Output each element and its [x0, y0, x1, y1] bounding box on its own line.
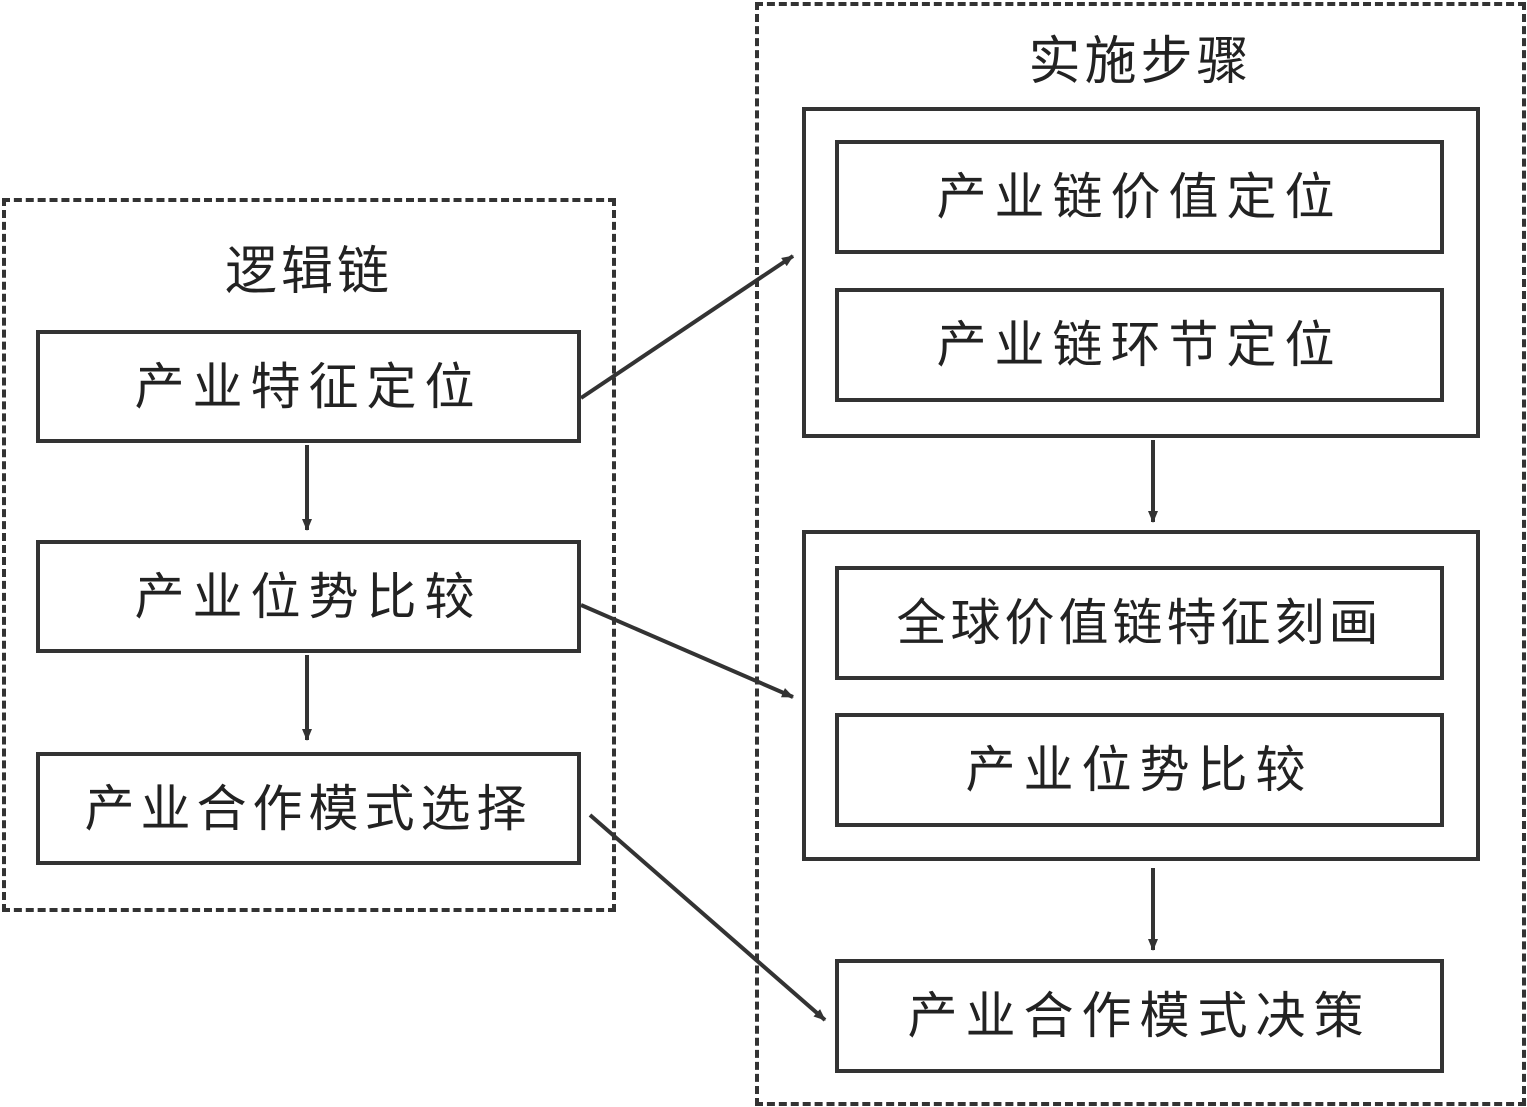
implementation-steps-group: 实施步骤 — [755, 2, 1526, 1106]
step-chain-link-positioning: 产业链环节定位 — [835, 288, 1444, 402]
logic-chain-group: 逻辑链 — [2, 198, 616, 912]
logic-node-industry-feature-positioning: 产业特征定位 — [36, 330, 581, 443]
logic-node-industry-position-comparison: 产业位势比较 — [36, 540, 581, 653]
step-industry-position-comparison: 产业位势比较 — [835, 713, 1444, 827]
logic-chain-title: 逻辑链 — [224, 242, 393, 302]
logic-node-cooperation-mode-selection: 产业合作模式选择 — [36, 752, 581, 865]
step-global-value-chain-characterization: 全球价值链特征刻画 — [835, 566, 1444, 680]
step-cooperation-mode-decision: 产业合作模式决策 — [835, 959, 1444, 1073]
implementation-steps-title: 实施步骤 — [1028, 32, 1253, 92]
step-value-chain-positioning: 产业链价值定位 — [835, 140, 1444, 254]
